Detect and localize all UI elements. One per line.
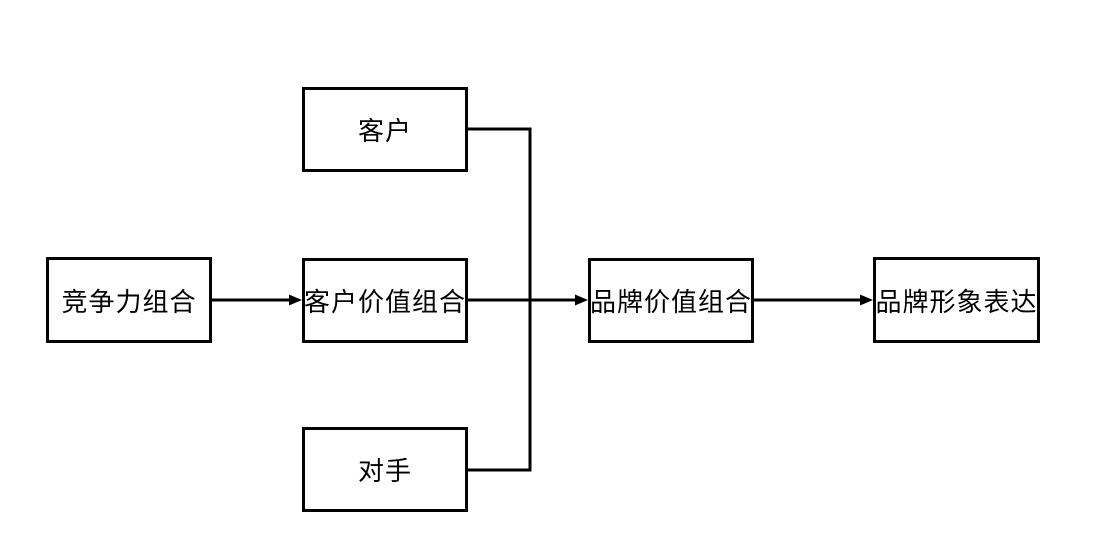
arrowhead-into-customer-value xyxy=(289,294,302,306)
node-competitiveness-combo: 竞争力组合 xyxy=(46,257,212,343)
node-brand-value-combo: 品牌价值组合 xyxy=(588,258,754,343)
arrowhead-into-brand-value xyxy=(575,294,588,306)
node-competitor: 对手 xyxy=(302,427,468,512)
arrowhead-into-brand-image xyxy=(860,294,873,306)
node-customer: 客户 xyxy=(302,87,468,172)
node-brand-image-expression: 品牌形象表达 xyxy=(873,257,1040,343)
node-customer-value-combo: 客户价值组合 xyxy=(302,258,468,343)
